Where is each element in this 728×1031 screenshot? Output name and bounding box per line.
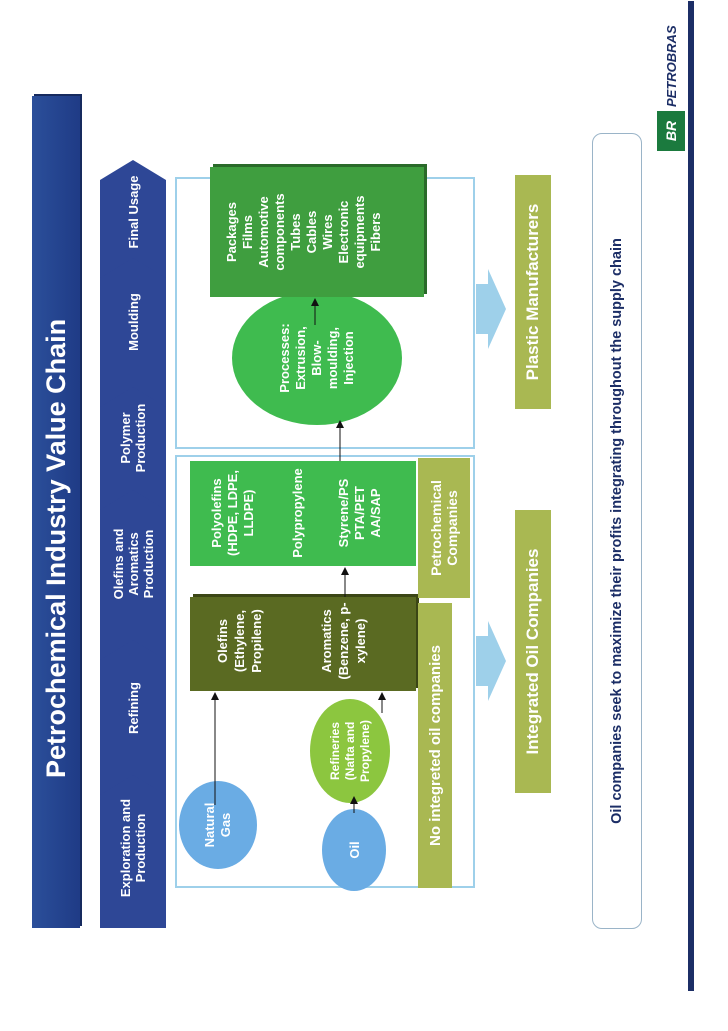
stage-chevron-1 (100, 763, 166, 928)
petrobras-br-mark: BR (657, 111, 685, 151)
stage-chevron-4 (100, 375, 166, 510)
petrochemical-label: Petrochemical Companies (418, 458, 470, 598)
integrated-oil-label: Integrated Oil Companies (515, 510, 551, 793)
no-integrated-label: No integreted oil companies (418, 603, 452, 888)
stage-chevron-5 (100, 246, 166, 407)
stage-chevron-3 (100, 478, 166, 660)
footer-note-text: Oil companies seek to maximize their pro… (609, 238, 625, 824)
stage-chevron-6 (100, 160, 166, 278)
petrobras-logo-text: PETROBRAS (663, 25, 679, 107)
plastic-manufacturers-label: Plastic Manufacturers (515, 175, 551, 409)
br-mark-text: BR (663, 120, 679, 142)
footer-rule (688, 1, 694, 991)
footer-note: Oil companies seek to maximize their pro… (592, 133, 642, 929)
block-arrow-plastic (476, 269, 506, 349)
stage-chevron-2 (100, 628, 166, 795)
petrobras-logo: PETROBRAS (657, 7, 685, 107)
block-arrow-integrated (476, 621, 506, 701)
